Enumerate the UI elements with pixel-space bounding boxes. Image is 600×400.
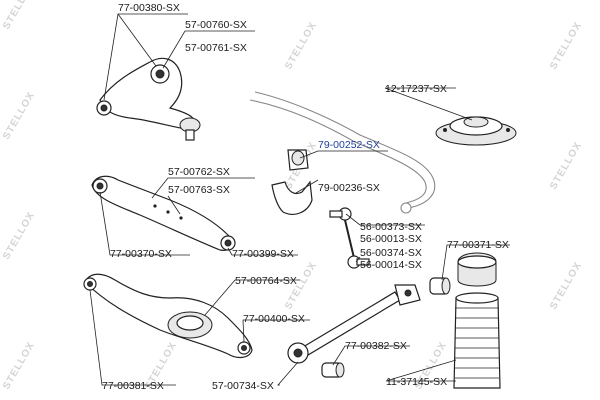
stabilizer-bushing xyxy=(287,149,309,171)
strut-top-mount xyxy=(435,116,517,146)
watermark-text: STELLOX xyxy=(548,20,584,72)
part-label: 57-00764-SX xyxy=(235,275,297,287)
part-label: 56-00014-SX xyxy=(360,259,422,271)
part-label: 56-00373-SX xyxy=(360,221,422,233)
part-labels: 77-00380-SX 57-00760-SX 57-00761-SX 12-1… xyxy=(102,2,509,392)
watermark-text: STELLOX xyxy=(1,210,37,262)
part-label: 77-00382-SX xyxy=(345,340,407,352)
bushing-77-00382 xyxy=(321,362,345,378)
part-label: 57-00760-SX xyxy=(185,19,247,31)
part-label: 77-00380-SX xyxy=(118,2,180,14)
part-label: 56-00374-SX xyxy=(360,247,422,259)
part-label: 57-00761-SX xyxy=(185,42,247,54)
part-label: 77-00371-SX xyxy=(447,239,509,251)
watermark-text: STELLOX xyxy=(1,0,37,32)
watermark-text: STELLOX xyxy=(1,340,37,392)
part-label: 79-00236-SX xyxy=(318,182,380,194)
part-label: 11-37145-SX xyxy=(386,376,447,388)
part-label: 57-00763-SX xyxy=(168,184,230,196)
upper-control-arm xyxy=(96,57,201,141)
lateral-rod xyxy=(287,284,421,364)
part-label: 57-00762-SX xyxy=(168,166,230,178)
watermark-text: STELLOX xyxy=(548,260,584,312)
watermark-text: STELLOX xyxy=(548,140,584,192)
lower-rear-arm xyxy=(83,273,253,359)
part-label: 77-00381-SX xyxy=(102,380,164,392)
bushing-77-00371 xyxy=(429,277,451,295)
part-label: 56-00013-SX xyxy=(360,233,422,245)
stabilizer-bar xyxy=(249,91,436,214)
stabilizer-bracket xyxy=(271,180,313,215)
stabilizer-link xyxy=(329,207,370,269)
watermark-text: STELLOX xyxy=(1,90,37,142)
leader-lines xyxy=(89,13,510,386)
part-label: 77-00400-SX xyxy=(243,313,305,325)
part-label: 57-00734-SX xyxy=(212,380,274,392)
part-label: 12-17237-SX xyxy=(385,83,447,95)
lower-front-arm xyxy=(91,175,236,251)
bump-stop-boot xyxy=(453,252,501,389)
part-label: 77-00399-SX xyxy=(232,248,294,260)
part-label: 77-00370-SX xyxy=(110,248,172,260)
watermark-text: STELLOX xyxy=(283,20,319,72)
part-label-highlighted: 79-00252-SX xyxy=(318,139,380,151)
